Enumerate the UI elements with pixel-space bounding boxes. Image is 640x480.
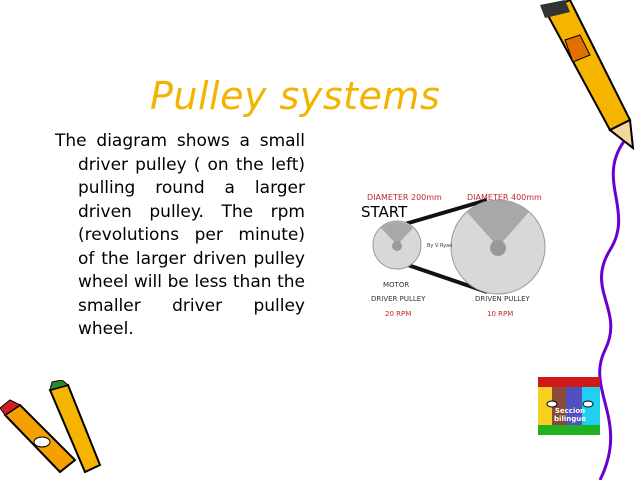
- seccion-bilingue-logo: Seccion bilingue: [538, 377, 600, 435]
- start-label: START: [361, 203, 408, 221]
- logo-text: Seccion bilingue: [554, 407, 586, 423]
- motor-label: MOTOR: [383, 281, 410, 289]
- credit-label: By V Ryan: [427, 243, 453, 249]
- decorative-curl: [598, 140, 627, 480]
- driven-pulley-label: DRIVEN PULLEY: [475, 295, 530, 303]
- driver-rpm-label: 20 RPM: [385, 310, 412, 318]
- pulley-diagram: DIAMETER 200mm DIAMETER 400mm START By V…: [357, 188, 552, 326]
- left-diameter-label: DIAMETER 200mm: [367, 193, 442, 202]
- pencil-icon: [540, 0, 635, 150]
- body-paragraph: The diagram shows a small driver pulley …: [55, 131, 305, 339]
- driven-rpm-label: 10 RPM: [487, 310, 514, 318]
- driver-pulley-label: DRIVER PULLEY: [371, 295, 426, 303]
- pencils-icon: [0, 380, 102, 474]
- slide-title: Pulley systems: [150, 74, 441, 118]
- slide-body: The diagram shows a small driver pulley …: [55, 130, 305, 342]
- right-diameter-label: DIAMETER 400mm: [467, 193, 542, 202]
